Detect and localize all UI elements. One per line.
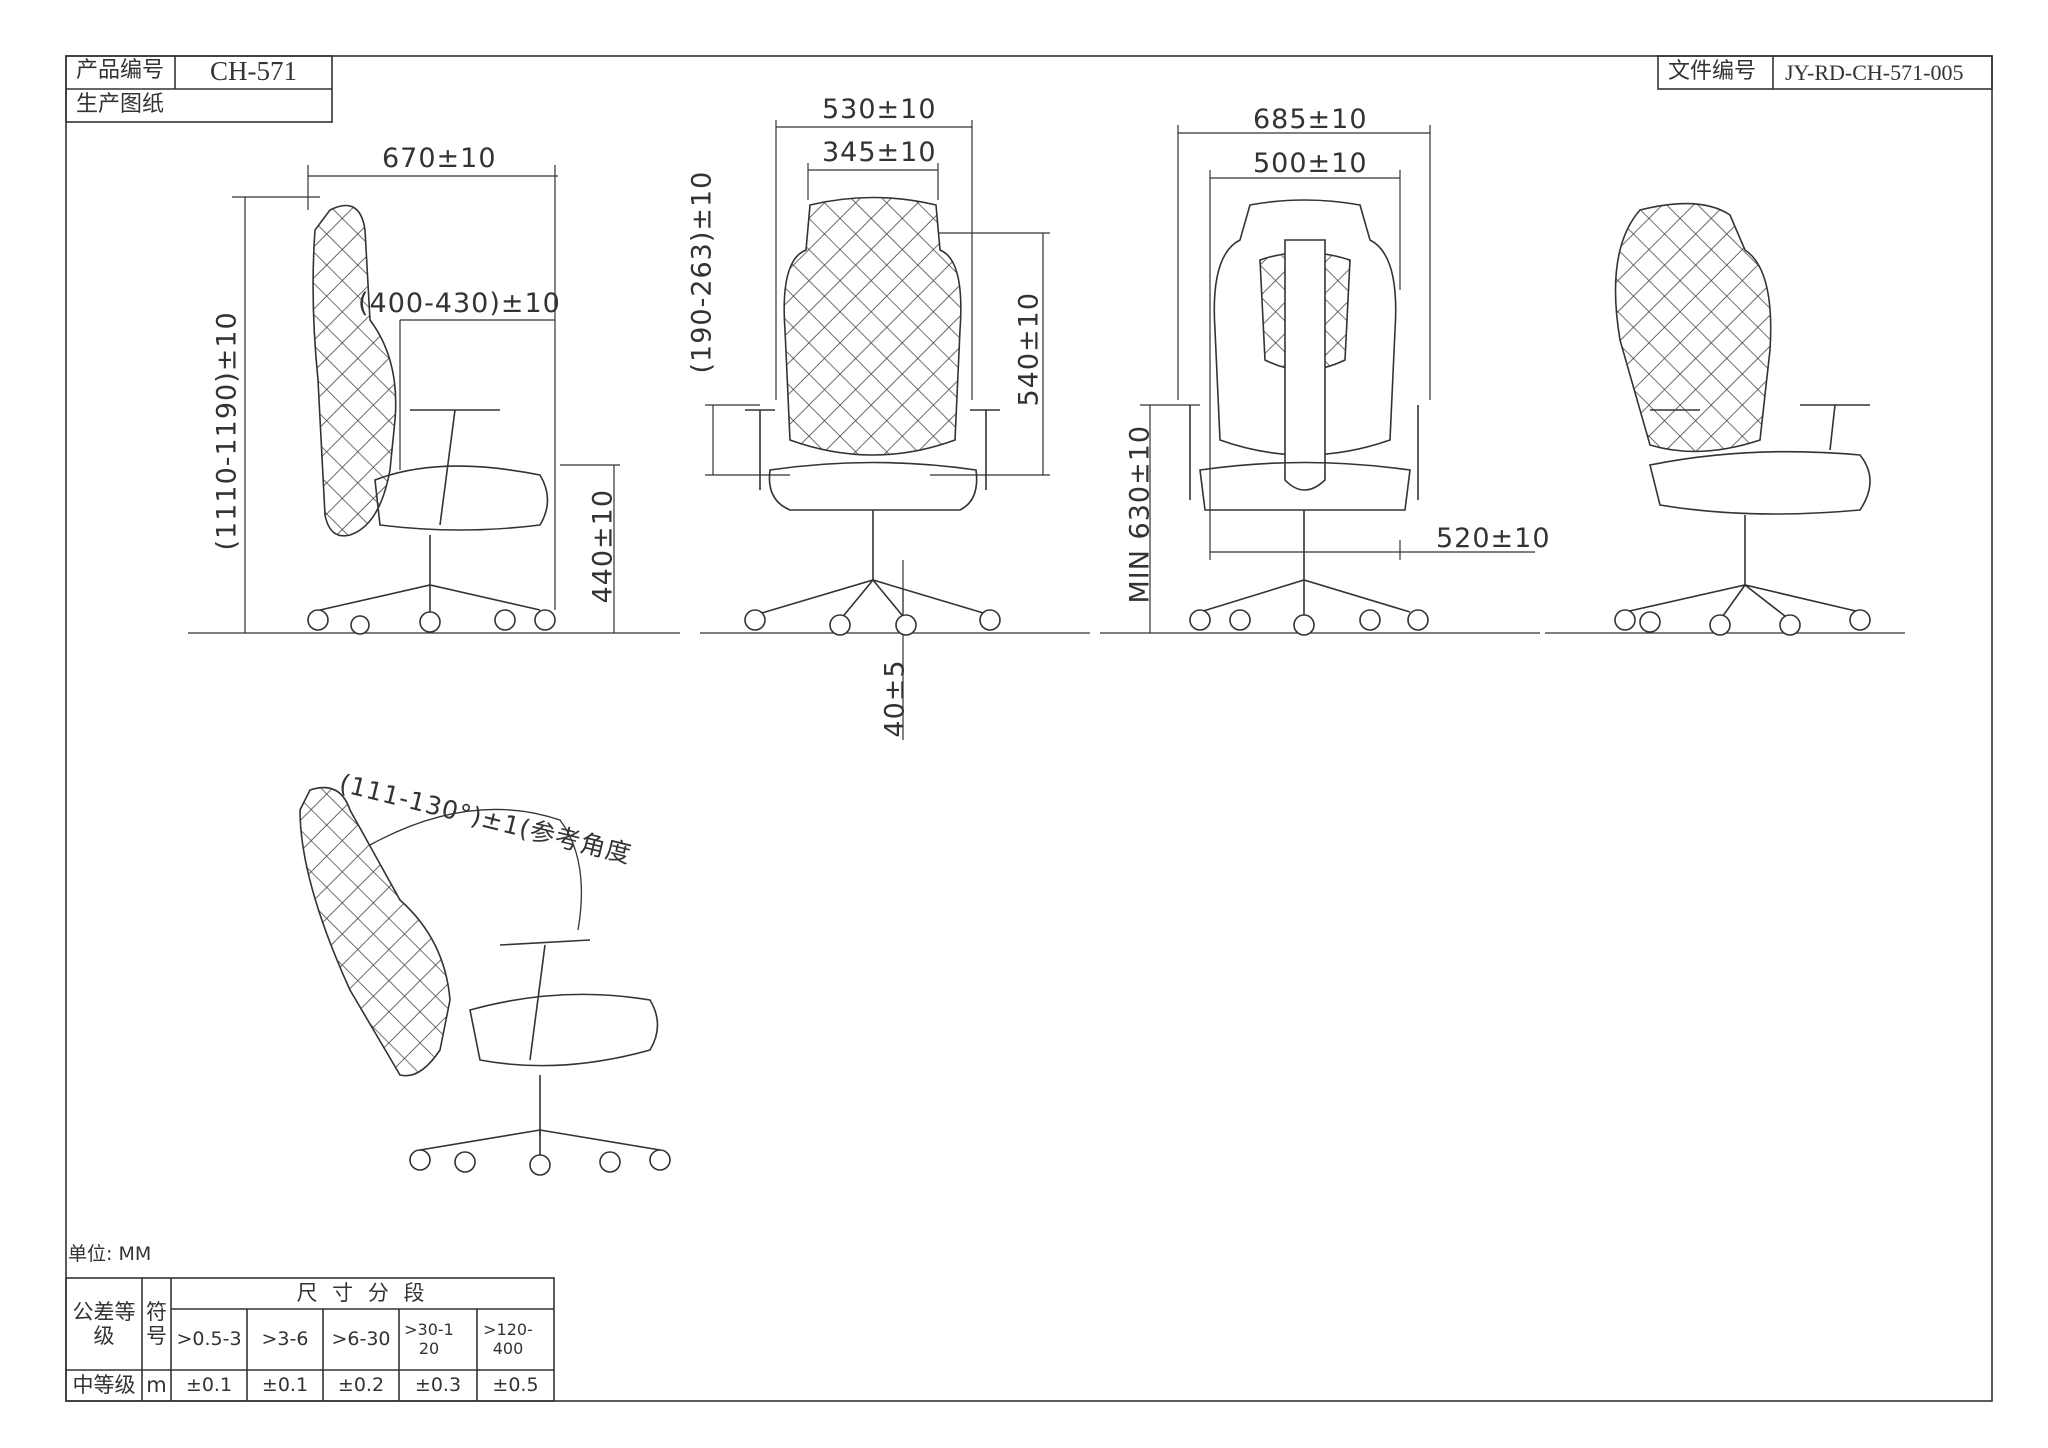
dim-armrest-width: 685±10 — [1253, 104, 1368, 135]
dim-armrest-height: MIN 630±10 — [1124, 424, 1156, 604]
range-cell: >6-30 — [331, 1327, 391, 1350]
dim-seat-depth: (400-430)±10 — [358, 288, 561, 319]
tolerance-value: ±0.1 — [261, 1373, 309, 1396]
dimension-lines — [232, 120, 1535, 740]
tolerance-value: ±0.2 — [337, 1373, 385, 1396]
recline-arc — [369, 808, 583, 931]
dim-backrest-height: 540±10 — [1013, 291, 1045, 407]
file-no-label: 文件编号 — [1668, 59, 1757, 84]
tolerance-value: ±0.3 — [414, 1373, 462, 1396]
chair-side-view — [307, 204, 556, 635]
product-no: CH-571 — [210, 56, 297, 86]
dim-headrest-adjust: (190-263)±10 — [686, 170, 718, 374]
symbol-value: m — [146, 1373, 167, 1398]
dim-backrest-width: 345±10 — [822, 137, 937, 168]
range-cell: >0.5-3 — [176, 1327, 242, 1350]
dim-stroke: 40±5 — [879, 659, 911, 738]
file-no-block — [1657, 55, 1993, 90]
tolerance-table-grid — [65, 1277, 555, 1402]
dim-seat-height: 440±10 — [587, 488, 619, 604]
range-cell: >30-120 — [404, 1320, 454, 1358]
symbol-header: 符号 — [146, 1299, 167, 1348]
dim-overall-width: 530±10 — [822, 94, 937, 125]
range-cell: >120-400 — [483, 1320, 533, 1358]
drawing-type: 生产图纸 — [76, 92, 165, 117]
dim-side-depth: 670±10 — [382, 143, 497, 174]
dim-seat-depth-back: 520±10 — [1436, 523, 1551, 554]
chair-front-view — [744, 196, 1001, 636]
range-cell: >3-6 — [261, 1327, 309, 1350]
dim-seat-width: 500±10 — [1253, 148, 1368, 179]
product-no-label: 产品编号 — [76, 58, 165, 83]
unit-label: 单位: MM — [68, 1243, 152, 1265]
chair-back-view — [1189, 199, 1429, 636]
grade-header: 公差等级 — [72, 1299, 136, 1348]
grade-value: 中等级 — [72, 1373, 136, 1398]
drawing-border — [65, 55, 1993, 1402]
tolerance-value: ±0.1 — [185, 1373, 233, 1396]
range-header: 尺 寸 分 段 — [296, 1281, 429, 1306]
tolerance-value: ±0.5 — [492, 1373, 539, 1396]
chair-three-quarter-view — [1614, 202, 1871, 636]
file-no: JY-RD-CH-571-005 — [1785, 60, 1964, 85]
dim-overall-height: (1110-1190)±10 — [211, 311, 243, 551]
chair-reclined-view — [299, 786, 671, 1176]
